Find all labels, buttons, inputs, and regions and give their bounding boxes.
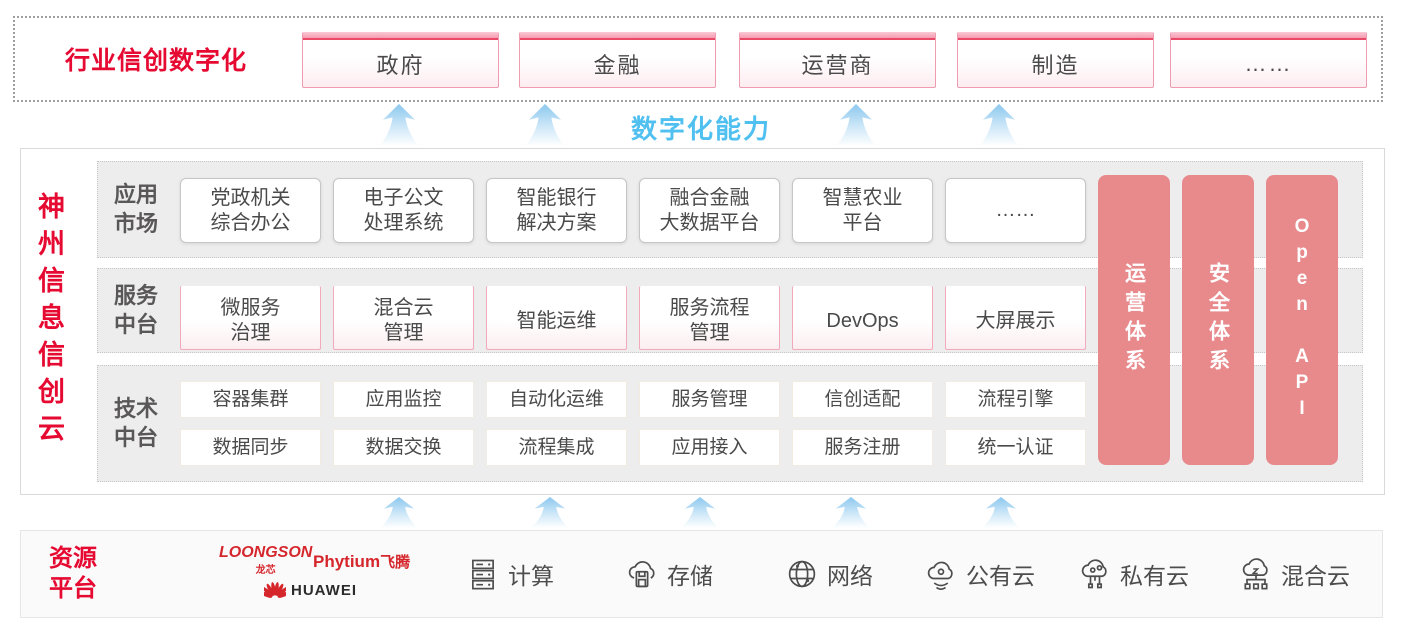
resource-item-public-cloud: 公有云 [923,531,1035,617]
private-cloud-icon [1081,559,1107,589]
resource-platform-label: 资源 平台 [49,545,97,602]
app-box: 智能银行 解决方案 [486,178,627,243]
service-box: 混合云 管理 [333,286,474,350]
industry-label: 制造 [1031,52,1080,78]
up-arrow-icon [530,497,570,528]
tech-box: 信创适配 [792,381,933,418]
service-box: 微服务 治理 [180,286,321,350]
storage-icon [628,561,655,588]
cloud-platform-section: 神州信息信创云 应用 市场 党政机关 综合办公 电子公文 处理系统 智能银行 解… [20,148,1385,495]
tech-box: 应用监控 [333,381,474,418]
pillar-security-system: 安全体系 [1182,175,1254,465]
loongson-logo: LOONGSON 龙芯 [219,544,313,576]
industry-section: 行业信创数字化 政府 金融 运营商 制造 …… [13,16,1383,102]
tech-box: 自动化运维 [486,381,627,418]
app-box: 党政机关 综合办公 [180,178,321,243]
service-platform-label: 服务 中台 [114,282,159,337]
tech-box: 服务管理 [639,381,780,418]
tech-box: 应用接入 [639,429,780,466]
capability-label: 数字化能力 [630,114,772,144]
public-cloud-icon [927,561,953,591]
industry-box-more: …… [1170,32,1367,88]
industry-box-manufacturing: 制造 [957,32,1154,88]
resource-item-hybrid-cloud: 混合云 [1238,531,1350,617]
service-box: DevOps [792,286,933,350]
tech-box: 数据交换 [333,429,474,466]
tech-platform-label: 技术 中台 [114,395,159,450]
industry-label: 运营商 [801,52,874,78]
up-arrow-icon [836,104,876,146]
tech-box: 统一认证 [945,429,1086,466]
compute-icon [472,559,494,590]
app-market-label: 应用 市场 [114,181,159,236]
service-box: 服务流程 管理 [639,286,780,350]
app-box: 电子公文 处理系统 [333,178,474,243]
platform-title-text: 神州信息信创云 [34,192,64,451]
app-box: 融合金融 大数据平台 [639,178,780,243]
resource-platform-section: 资源 平台 LOONGSON 龙芯 Phytium飞腾 HU [20,530,1383,618]
platform-vertical-title: 神州信息信创云 [34,149,64,494]
app-market-panel: 应用 市场 党政机关 综合办公 电子公文 处理系统 智能银行 解决方案 融合金融… [97,161,1363,258]
network-icon [788,560,816,588]
up-arrow-icon [379,104,419,146]
industry-box-government: 政府 [302,32,499,88]
industry-section-title: 行业信创数字化 [65,47,248,75]
up-arrow-icon [680,497,720,528]
industry-label: 金融 [593,52,642,78]
up-arrow-icon [831,497,871,528]
hybrid-cloud-icon [1242,558,1268,590]
up-arrow-icon [979,104,1019,146]
service-box: 智能运维 [486,286,627,350]
industry-box-telecom: 运营商 [739,32,936,88]
service-box: 大屏展示 [945,286,1086,350]
up-arrow-icon [525,104,565,146]
resource-item-compute: 计算 [465,531,554,617]
tech-box: 流程集成 [486,429,627,466]
resource-item-storage: 存储 [624,531,713,617]
huawei-flower-icon [264,582,286,598]
phytium-logo: Phytium飞腾 [313,552,411,571]
huawei-logo: HUAWEI [264,581,357,600]
up-arrow-icon [379,497,419,528]
up-arrow-icon [981,497,1021,528]
pillar-open-api: Open API [1266,175,1338,465]
app-box-more: …… [945,178,1086,243]
tech-box: 数据同步 [180,429,321,466]
tech-box: 服务注册 [792,429,933,466]
industry-label: 政府 [376,52,425,78]
industry-box-finance: 金融 [519,32,716,88]
app-box: 智慧农业 平台 [792,178,933,243]
resource-item-network: 网络 [784,531,873,617]
industry-label: …… [1244,50,1293,76]
tech-box: 容器集群 [180,381,321,418]
tech-box: 流程引擎 [945,381,1086,418]
resource-item-private-cloud: 私有云 [1077,531,1189,617]
pillar-operation-system: 运营体系 [1098,175,1170,465]
tech-platform-panel: 技术 中台 容器集群 应用监控 自动化运维 服务管理 信创适配 流程引擎 数据同… [97,365,1363,482]
service-platform-panel: 服务 中台 微服务 治理 混合云 管理 智能运维 服务流程 管理 DevOps … [97,268,1363,353]
